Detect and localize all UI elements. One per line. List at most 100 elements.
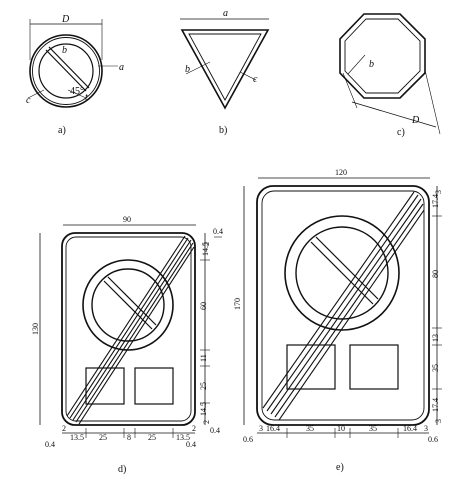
- dim-r5: 35: [431, 364, 440, 372]
- caption-c: c): [397, 127, 405, 138]
- cancel-stripe: [66, 235, 186, 417]
- dim-b4: 8: [127, 433, 131, 442]
- figure-a: D b a c 45° t a): [26, 14, 124, 136]
- caption-d: d): [118, 464, 126, 475]
- dim-height: 130: [31, 323, 40, 335]
- dim-b6: 13.5: [176, 433, 190, 442]
- dim-line-d: [351, 101, 437, 128]
- dim-b1: 2: [62, 424, 66, 433]
- outer-octagon: [339, 13, 426, 99]
- dim-r3: 11: [199, 354, 208, 362]
- inner-border: [65, 236, 192, 422]
- label-a: a: [223, 8, 228, 19]
- cancel-stripe: [270, 198, 422, 415]
- outer-ring: [284, 215, 400, 331]
- dim-b5: 35: [369, 424, 377, 433]
- outer-triangle: [180, 29, 270, 110]
- cancel-stripe: [266, 194, 419, 412]
- caption-a: a): [58, 125, 66, 136]
- dim-r2: 3: [434, 190, 443, 194]
- caption-e: e): [336, 462, 344, 473]
- dim-r0: 2: [202, 242, 211, 246]
- inner-triangle: [188, 33, 262, 101]
- cancel-stripe: [274, 203, 424, 418]
- dim-width: 120: [335, 168, 347, 177]
- dim-top-offset: 0.4: [213, 227, 223, 236]
- outer-frame: [256, 185, 430, 426]
- label-c: c: [253, 74, 258, 85]
- dim-br: 0.4: [186, 440, 196, 449]
- cancel-stripe: [78, 246, 195, 425]
- dim-b3: 35: [306, 424, 314, 433]
- label-a: a: [119, 62, 124, 73]
- panel-left: [286, 344, 336, 390]
- dim-r6: 17.4: [431, 398, 440, 412]
- leader-b: [185, 61, 211, 75]
- label-t: t: [85, 92, 88, 103]
- prohibit-bar: [103, 280, 153, 330]
- inner-border: [261, 190, 425, 421]
- leader-c: [239, 71, 257, 81]
- diagonal-bar: [45, 49, 87, 92]
- panel-right: [134, 367, 174, 405]
- dim-bl: 0.4: [45, 440, 55, 449]
- inner-ring: [295, 226, 389, 320]
- outer-circle: [29, 34, 103, 108]
- dim-b2: 13.5: [70, 433, 84, 442]
- dim-r7: 0.4: [210, 426, 220, 435]
- dim-height: 170: [233, 298, 242, 310]
- dim-r7: 3: [434, 419, 443, 423]
- dim-b7: 2: [192, 424, 196, 433]
- dim-r4: 13: [431, 334, 440, 342]
- extension-line: [342, 72, 358, 109]
- dim-b5: 25: [148, 433, 156, 442]
- dim-bl: 0.6: [243, 435, 253, 444]
- cancel-stripe: [75, 242, 194, 423]
- dim-r2: 60: [199, 302, 208, 310]
- dim-b4: 10: [337, 424, 345, 433]
- dim-r5: 14.5: [199, 402, 208, 416]
- label-c: c: [26, 95, 31, 106]
- dim-b7: 3: [424, 424, 428, 433]
- outer-ring: [82, 259, 174, 351]
- caption-b: b): [219, 125, 227, 136]
- dim-r1: 17.4: [431, 194, 440, 208]
- cancel-stripe: [69, 237, 189, 419]
- dim-b1: 3: [259, 424, 263, 433]
- panel-left: [85, 367, 125, 405]
- label-d: D: [411, 115, 420, 126]
- prohibit-bar: [315, 236, 379, 300]
- label-d: D: [61, 14, 70, 25]
- figure-c: b D c): [339, 13, 441, 138]
- prohibit-bar: [310, 241, 374, 305]
- figure-b: a b c b): [180, 8, 270, 136]
- inner-octagon: [344, 18, 421, 94]
- outer-frame: [61, 232, 196, 426]
- dim-b6: 16.4: [403, 424, 417, 433]
- dim-r6: 2: [202, 420, 211, 424]
- dim-r3: 80: [431, 270, 440, 278]
- border-circle: [32, 37, 100, 105]
- leader-c: [27, 89, 45, 99]
- extension-line: [424, 69, 441, 135]
- label-b: b: [185, 64, 190, 75]
- leader-t: [67, 89, 87, 99]
- cancel-stripe: [262, 191, 415, 409]
- dim-r1: 14.5: [201, 242, 210, 256]
- inner-ring: [91, 268, 165, 342]
- cancel-stripe: [72, 239, 192, 421]
- inner-circle: [38, 43, 94, 99]
- label-angle: 45°: [70, 86, 84, 97]
- dim-br: 0.6: [428, 435, 438, 444]
- label-b: b: [369, 59, 374, 70]
- figure-e: 120 170 17.4 3 80 13 35 17.4 3: [233, 168, 443, 473]
- label-b: b: [62, 45, 67, 56]
- cancel-stripe: [278, 209, 425, 421]
- dim-width: 90: [123, 215, 131, 224]
- dim-b3: 25: [99, 433, 107, 442]
- dim-b2: 16.4: [266, 424, 280, 433]
- diagonal-bar: [48, 46, 90, 89]
- leader-b: [347, 54, 366, 75]
- panel-right: [349, 344, 399, 390]
